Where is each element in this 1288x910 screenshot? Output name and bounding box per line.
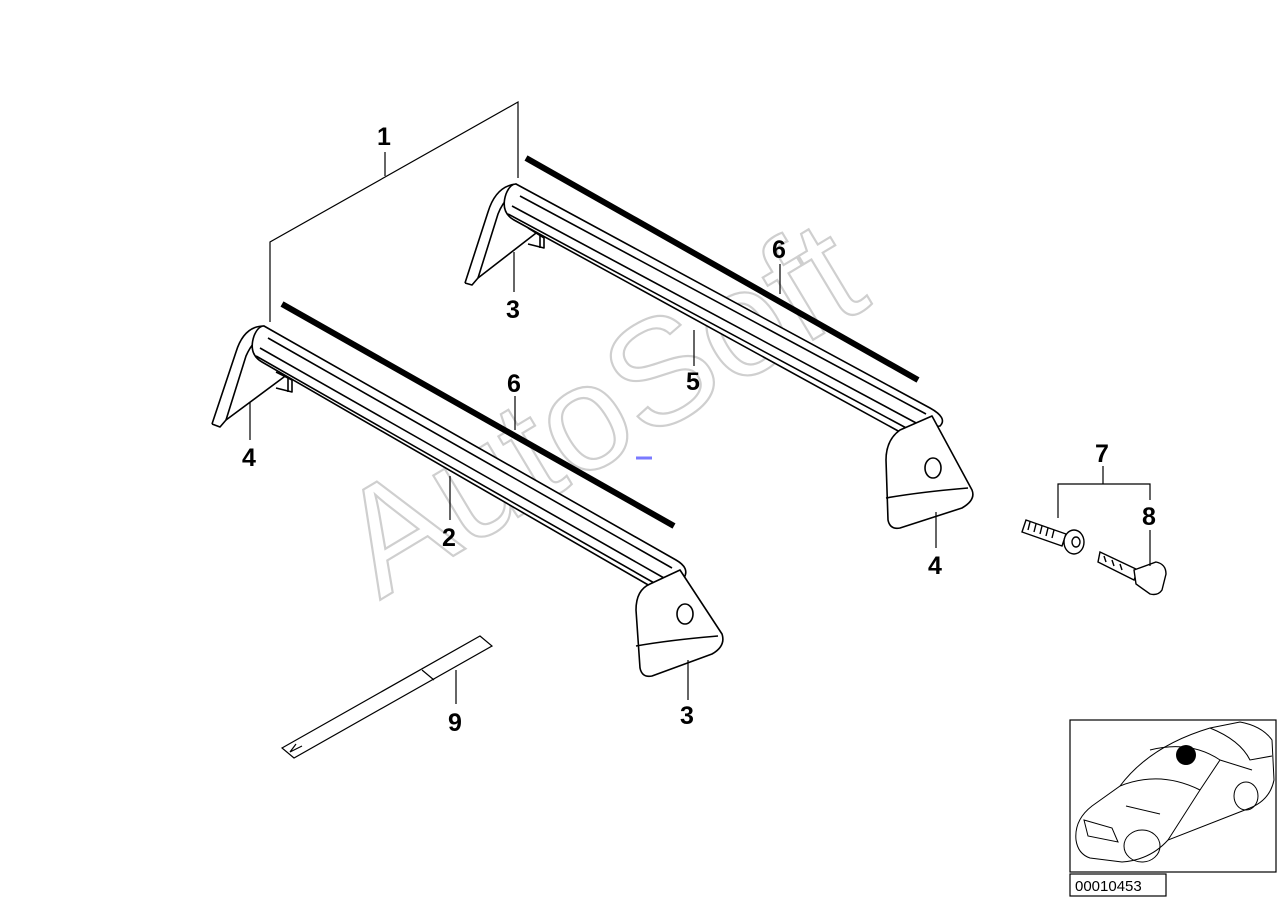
callout-6-rear: 6 xyxy=(772,236,786,264)
callout-4-rear: 4 xyxy=(928,552,942,580)
callout-6-front: 6 xyxy=(507,370,521,398)
vehicle-location-inset xyxy=(1069,719,1277,873)
mounting-template xyxy=(280,635,494,759)
leader-lines xyxy=(249,100,1151,704)
roof-strip-front xyxy=(280,301,676,529)
rear-crossbar xyxy=(464,183,974,530)
callout-5: 5 xyxy=(686,368,700,396)
location-marker xyxy=(1176,745,1196,765)
key-icon xyxy=(1097,550,1167,596)
callout-1: 1 xyxy=(377,123,391,151)
callout-3-front: 3 xyxy=(680,702,694,730)
callout-9: 9 xyxy=(448,709,462,737)
lock-cylinder xyxy=(1021,519,1085,555)
car-outline-icon xyxy=(1075,721,1275,863)
callout-2: 2 xyxy=(442,524,456,552)
callout-4-front: 4 xyxy=(242,444,256,472)
callout-8: 8 xyxy=(1142,503,1156,531)
front-crossbar xyxy=(211,325,724,678)
roof-strip-rear xyxy=(524,155,920,383)
diagram-id: 00010453 xyxy=(1075,878,1142,895)
callout-3-rear: 3 xyxy=(506,296,520,324)
diagram-id-box: 00010453 xyxy=(1069,873,1167,897)
callout-7: 7 xyxy=(1095,440,1109,468)
